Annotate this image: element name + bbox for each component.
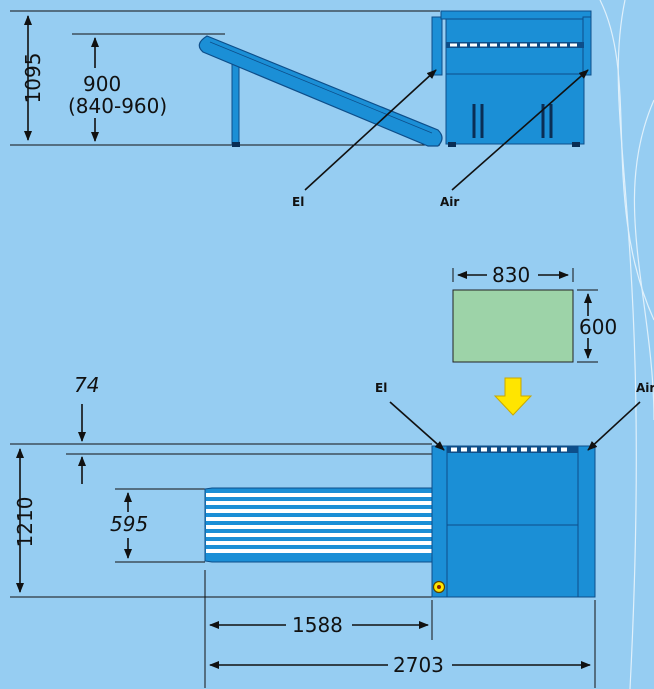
- working-height-range-label: (840-960): [68, 94, 167, 118]
- air-leader-top: [587, 401, 641, 451]
- top-view: 1210 74 595: [10, 373, 654, 688]
- footprint-depth-label: 600: [579, 315, 617, 339]
- footprint-box: 830 600: [452, 263, 617, 363]
- air-label-side: Air: [440, 195, 459, 209]
- background-swoosh: [599, 0, 654, 689]
- feed-width-label: 595: [110, 512, 148, 536]
- feed-table-top: [204, 487, 433, 563]
- footprint-rect: [452, 289, 574, 363]
- feed-conveyor: [198, 35, 443, 147]
- side-view: 1095 900 (840-960): [10, 10, 592, 209]
- depth-total-label: 1210: [13, 497, 37, 548]
- el-leader-side: [304, 69, 437, 191]
- el-label-side: El: [292, 195, 304, 209]
- connector-icon-center: [437, 585, 441, 589]
- offset-label: 74: [74, 373, 99, 397]
- machine-top: [431, 445, 596, 598]
- el-label-top: El: [375, 381, 387, 395]
- air-leader-side: [451, 69, 589, 191]
- air-label-top: Air: [636, 381, 654, 395]
- height-total-label: 1095: [21, 53, 45, 104]
- working-height-label: 900: [83, 72, 121, 96]
- down-arrow-icon: [493, 377, 533, 416]
- feed-length-label: 1588: [292, 613, 343, 637]
- total-length-label: 2703: [393, 653, 444, 677]
- footprint-width-label: 830: [492, 263, 530, 287]
- machine-side: [232, 10, 592, 147]
- el-leader-top: [389, 401, 445, 451]
